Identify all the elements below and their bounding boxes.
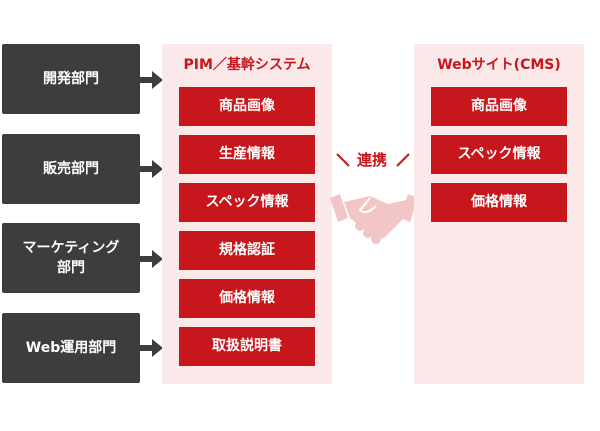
- pim-panel-title: PIM／基幹システム: [183, 57, 311, 73]
- cms-item-spec-info: スペック情報: [431, 135, 567, 174]
- integration-label: 連携: [356, 151, 387, 169]
- pim-item-spec-info: スペック情報: [179, 183, 315, 222]
- department-box-web-operations: Web運用部門: [2, 313, 140, 383]
- arrow-right-icon: [140, 250, 163, 268]
- department-box-sales: 販売部門: [2, 134, 140, 204]
- arrow-right-icon: [140, 339, 163, 357]
- department-box-marketing: マーケティング 部門: [2, 223, 140, 293]
- arrow-right-icon: [140, 71, 163, 89]
- handshake-icon: [330, 194, 418, 244]
- pim-item-certifications: 規格認証: [179, 231, 315, 270]
- pim-item-price-info: 価格情報: [179, 279, 315, 318]
- slash-decoration-left: [336, 153, 350, 167]
- pim-item-manual: 取扱説明書: [179, 327, 315, 366]
- cms-panel-title: Webサイト(CMS): [437, 57, 561, 73]
- pim-item-production-info: 生産情報: [179, 135, 315, 174]
- cms-item-product-images: 商品画像: [431, 87, 567, 126]
- pim-item-product-images: 商品画像: [179, 87, 315, 126]
- department-box-development: 開発部門: [2, 44, 140, 114]
- arrow-right-icon: [140, 160, 163, 178]
- slash-decoration-right: [396, 153, 410, 167]
- cms-item-price-info: 価格情報: [431, 183, 567, 222]
